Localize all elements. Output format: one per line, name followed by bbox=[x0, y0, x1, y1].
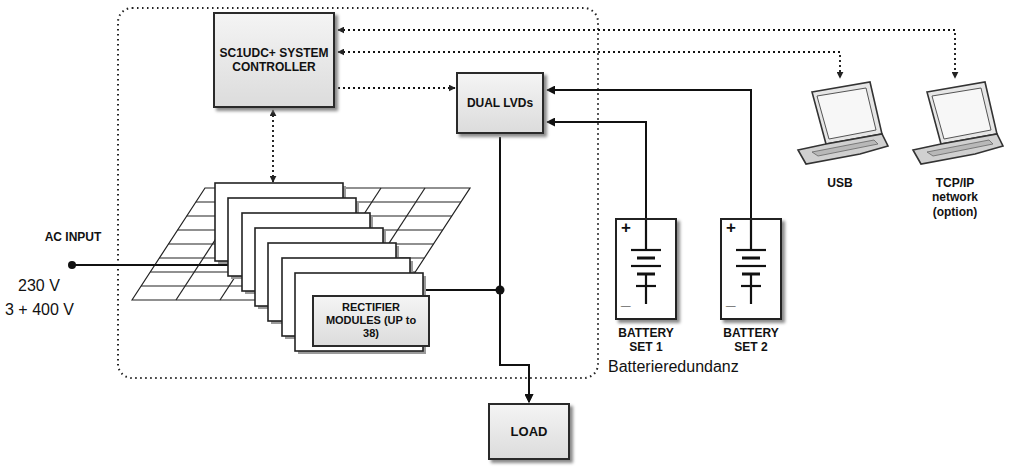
usb-laptop: USB bbox=[790, 80, 890, 168]
rectifier-label: RECTIFIER MODULES (UP to 38) bbox=[318, 301, 424, 341]
rectifier-stack: RECTIFIER MODULES (UP to 38) bbox=[215, 183, 425, 353]
power-connector bbox=[500, 137, 529, 402]
laptop-icon bbox=[905, 80, 1005, 168]
signal-connector bbox=[338, 30, 955, 78]
laptop-label: TCP/IP network (option) bbox=[920, 176, 990, 219]
ac-input-label: AC INPUT bbox=[44, 230, 102, 244]
battery-plus: + bbox=[726, 218, 736, 238]
ac-input-terminal bbox=[68, 261, 76, 269]
power-connector bbox=[547, 90, 751, 218]
signal-connector bbox=[272, 110, 274, 182]
cabinet-outline bbox=[118, 8, 598, 378]
load-box: LOAD bbox=[488, 403, 570, 460]
battery-minus: _ bbox=[621, 290, 630, 310]
voltage-label: 230 V bbox=[18, 276, 60, 295]
lvd-box: DUAL LVDs bbox=[456, 72, 544, 134]
box-label: LOAD bbox=[511, 424, 548, 440]
redundancy-note: Batterieredundanz bbox=[608, 357, 739, 376]
battery-label: BATTERY SET 1 bbox=[611, 326, 681, 355]
box-label: SC1UDC+ SYSTEM CONTROLLER bbox=[219, 46, 329, 75]
rectifier-label-box: RECTIFIER MODULES (UP to 38) bbox=[312, 295, 430, 347]
laptop-label: USB bbox=[795, 176, 885, 190]
battery-label: BATTERY SET 2 bbox=[716, 326, 786, 355]
network-laptop: TCP/IP network (option) bbox=[905, 80, 1005, 168]
signal-connector bbox=[338, 87, 455, 89]
system-controller-box: SC1UDC+ SYSTEM CONTROLLER bbox=[213, 12, 335, 108]
battery-set: BATTERY SET 2 bbox=[705, 218, 797, 368]
voltage-label: 3 + 400 V bbox=[5, 300, 74, 319]
battery-minus: _ bbox=[726, 290, 735, 310]
power-connector bbox=[425, 290, 529, 402]
battery-set: BATTERY SET 1 bbox=[600, 218, 692, 368]
battery-plus: + bbox=[621, 218, 631, 238]
power-connector bbox=[547, 122, 646, 218]
signal-connector bbox=[338, 52, 840, 78]
laptop-icon bbox=[790, 80, 890, 168]
box-label: DUAL LVDs bbox=[467, 96, 533, 110]
